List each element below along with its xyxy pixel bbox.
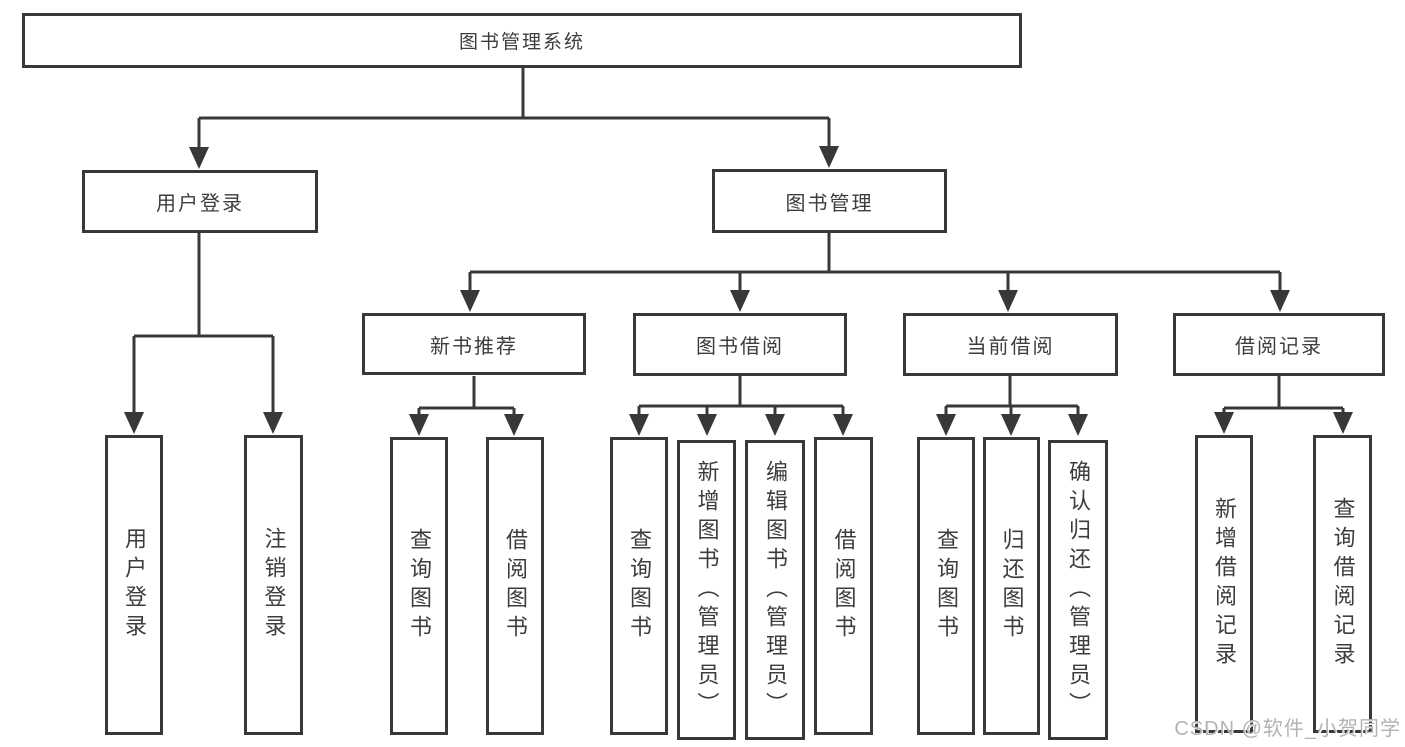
- leaf-query-books-1: 查询图书: [390, 437, 448, 735]
- leaf-borrow-books-2: 借阅图书: [814, 437, 873, 735]
- node-current-borrow: 当前借阅: [903, 313, 1118, 376]
- node-book-borrow: 图书借阅: [633, 313, 847, 376]
- leaf-query-books-3: 查询图书: [917, 437, 975, 735]
- leaf-borrow-books-1: 借阅图书: [486, 437, 544, 735]
- leaf-return-book: 归还图书: [983, 437, 1040, 735]
- leaf-edit-book-admin: 编辑图书（管理员）: [745, 440, 805, 740]
- node-library-system: 图书管理系统: [22, 13, 1022, 68]
- arrowheads: [124, 146, 1353, 436]
- leaf-add-book-admin: 新增图书（管理员）: [677, 440, 736, 740]
- leaf-confirm-return-admin: 确认归还（管理员）: [1048, 440, 1108, 740]
- node-book-management: 图书管理: [712, 169, 947, 233]
- tree-edges: [132, 68, 1345, 415]
- node-user-login: 用户登录: [82, 170, 318, 233]
- leaf-add-borrow-record: 新增借阅记录: [1195, 435, 1253, 733]
- leaf-query-borrow-record: 查询借阅记录: [1313, 435, 1372, 733]
- leaf-user-login: 用户登录: [105, 435, 163, 735]
- csdn-watermark: CSDN @软件_小贺同学: [1174, 718, 1401, 740]
- leaf-logout: 注销登录: [244, 435, 303, 735]
- node-new-book-recommend: 新书推荐: [362, 313, 586, 375]
- node-borrow-records: 借阅记录: [1173, 313, 1385, 376]
- leaf-query-books-2: 查询图书: [610, 437, 668, 735]
